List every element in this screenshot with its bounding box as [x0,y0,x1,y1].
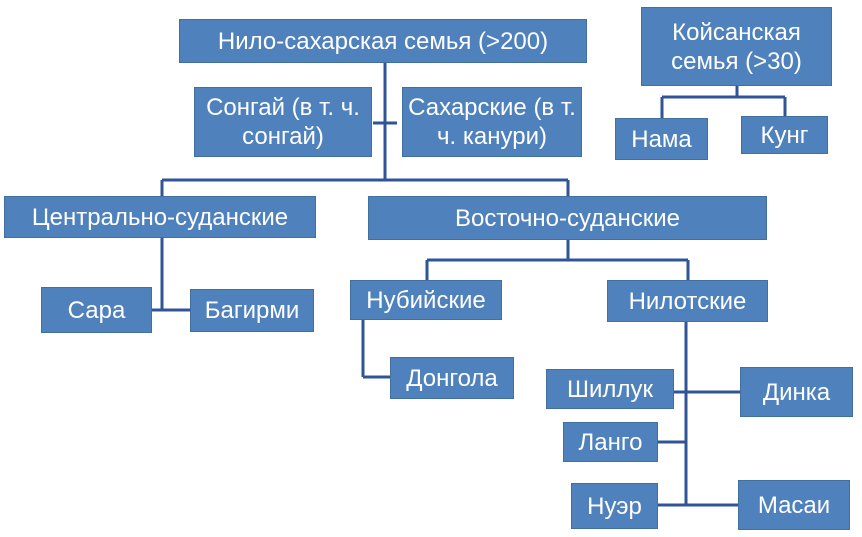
node-khoisan-family: Койсанская семья (>30) [641,7,832,86]
node-bagirmi: Багирми [190,289,314,332]
node-central-sudanic: Центрально-суданские [4,196,316,238]
node-shilluk: Шиллук [546,369,674,409]
node-nilotic: Нилотские [607,280,768,322]
node-nilo-saharan-family: Нило-сахарская семья (>200) [179,19,587,63]
node-nama: Нама [615,118,708,160]
node-saharan: Сахарские (в т. ч. канури) [402,87,582,157]
node-sara: Сара [41,287,152,333]
node-dinka: Динка [740,367,853,417]
node-maasai: Масаи [738,480,850,530]
node-nubian: Нубийские [350,280,502,320]
node-nuer: Нуэр [571,483,658,529]
node-lango: Ланго [563,422,658,462]
node-eastern-sudanic: Восточно-суданские [368,196,767,240]
node-songhai: Сонгай (в т. ч. сонгай) [194,87,372,157]
node-kung: Кунг [741,116,828,154]
node-dongola: Донгола [390,357,514,399]
